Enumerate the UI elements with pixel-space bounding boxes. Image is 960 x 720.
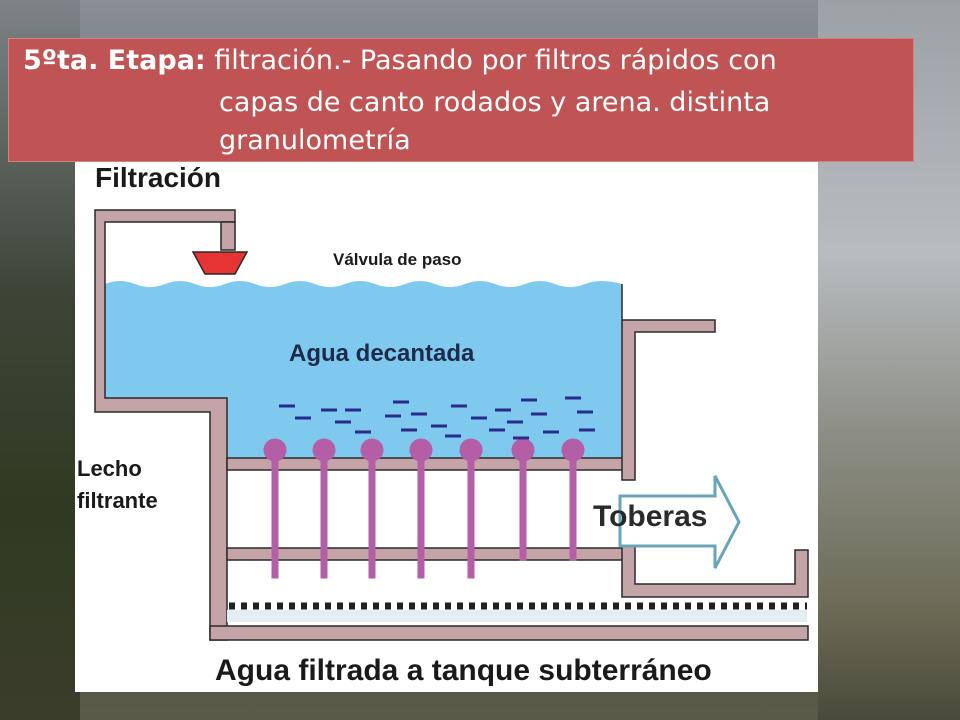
bottom-floor xyxy=(209,625,809,641)
underdrain-strip xyxy=(227,610,807,622)
valve-label: Válvula de paso xyxy=(333,250,462,269)
nozzle xyxy=(263,438,287,579)
bed-label-line1: Lecho xyxy=(77,456,142,481)
filtration-diagram: Filtración Válvula de paso Agua decantad… xyxy=(75,160,818,692)
water-body xyxy=(105,281,622,458)
right-wall xyxy=(621,284,716,481)
stage-title: 5ºta. Etapa: xyxy=(23,45,206,76)
nozzle xyxy=(312,438,336,579)
banner-line-1: 5ºta. Etapa: filtración.- Pasando por fi… xyxy=(23,45,777,76)
water-label: Agua decantada xyxy=(289,340,475,367)
bed-middle-plate xyxy=(226,547,624,561)
left-wall xyxy=(94,209,236,641)
nozzles xyxy=(263,438,585,579)
toberas-arrow-icon xyxy=(618,475,741,569)
filtration-diagram-svg xyxy=(94,209,809,641)
banner-line-3: granulometría xyxy=(219,125,411,156)
nozzle xyxy=(409,438,433,579)
valve-icon xyxy=(191,251,249,275)
nozzle xyxy=(360,438,384,579)
valve-pipe xyxy=(220,221,236,251)
outlet-channel xyxy=(621,535,809,598)
stage-description-start: filtración.- Pasando por filtros rápidos… xyxy=(205,45,777,76)
bottom-label: Agua filtrada a tanque subterráneo xyxy=(215,654,712,687)
banner-line-2: capas de canto rodados y arena. distinta xyxy=(219,87,771,118)
nozzles-label: Toberas xyxy=(593,500,708,533)
stage-banner: 5ºta. Etapa: filtración.- Pasando por fi… xyxy=(8,38,914,162)
bed-label-line2: filtrante xyxy=(77,488,158,513)
nozzle xyxy=(459,438,483,579)
diagram-title: Filtración xyxy=(95,162,222,193)
particles xyxy=(279,396,595,440)
nozzle xyxy=(511,438,535,561)
nozzle xyxy=(561,438,585,561)
